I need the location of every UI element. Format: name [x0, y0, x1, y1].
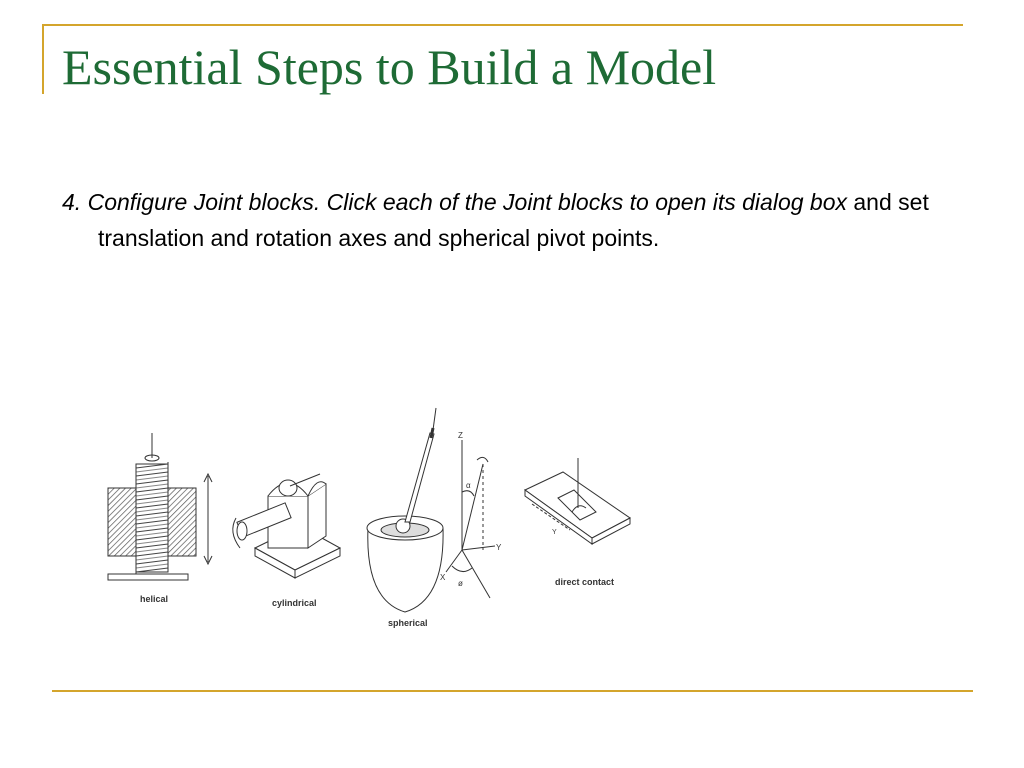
z-axis-label: Z	[458, 431, 463, 440]
direct-contact-drawing	[524, 458, 631, 545]
phi-angle-label: ø	[458, 579, 463, 588]
slide-title: Essential Steps to Build a Model	[62, 39, 717, 95]
spherical-joint-drawing	[366, 407, 444, 613]
spherical-caption: spherical	[388, 618, 428, 628]
direct-contact-caption: direct contact	[555, 577, 614, 587]
helical-joint-drawing	[107, 433, 213, 581]
cylindrical-joint-drawing	[232, 473, 342, 579]
frame-bottom-rule	[52, 690, 973, 692]
spherical-axes-diagram	[445, 440, 496, 599]
y-axis-label: Y	[496, 543, 502, 552]
step-italic-text: Configure Joint blocks. Click each of th…	[87, 189, 847, 215]
helical-caption: helical	[140, 594, 168, 604]
alpha-angle-label: α	[466, 481, 471, 490]
step-plain-text: and set translation and rotation axes an…	[98, 189, 929, 251]
frame-left-rule	[42, 24, 44, 94]
joint-types-illustration: helical cylindrical spheric	[107, 407, 631, 628]
cylindrical-caption: cylindrical	[272, 598, 317, 608]
x-axis-label: X	[440, 573, 446, 582]
joint-types-figure: helical cylindrical spheric	[100, 400, 640, 640]
contact-y-label: Y	[552, 529, 557, 536]
step-instruction: 4. Configure Joint blocks. Click each of…	[62, 184, 988, 256]
frame-top-rule	[42, 24, 963, 26]
step-number: 4.	[62, 189, 82, 215]
